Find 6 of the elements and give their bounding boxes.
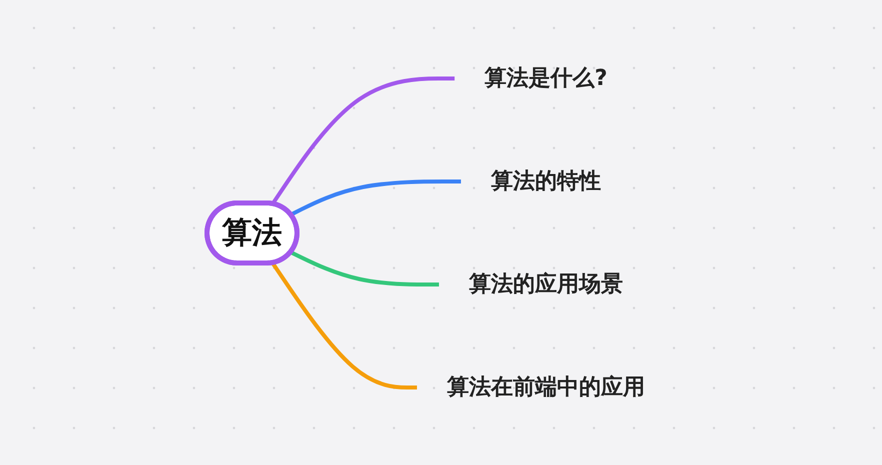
connector: [290, 179, 461, 216]
node-text: 算法的特性: [490, 168, 601, 194]
node-text: 算法的应用场景: [468, 271, 623, 296]
node-text: 算法在前端中的应用: [446, 374, 645, 400]
connector: [290, 250, 439, 286]
node-text: 算法是什么?: [484, 66, 608, 90]
